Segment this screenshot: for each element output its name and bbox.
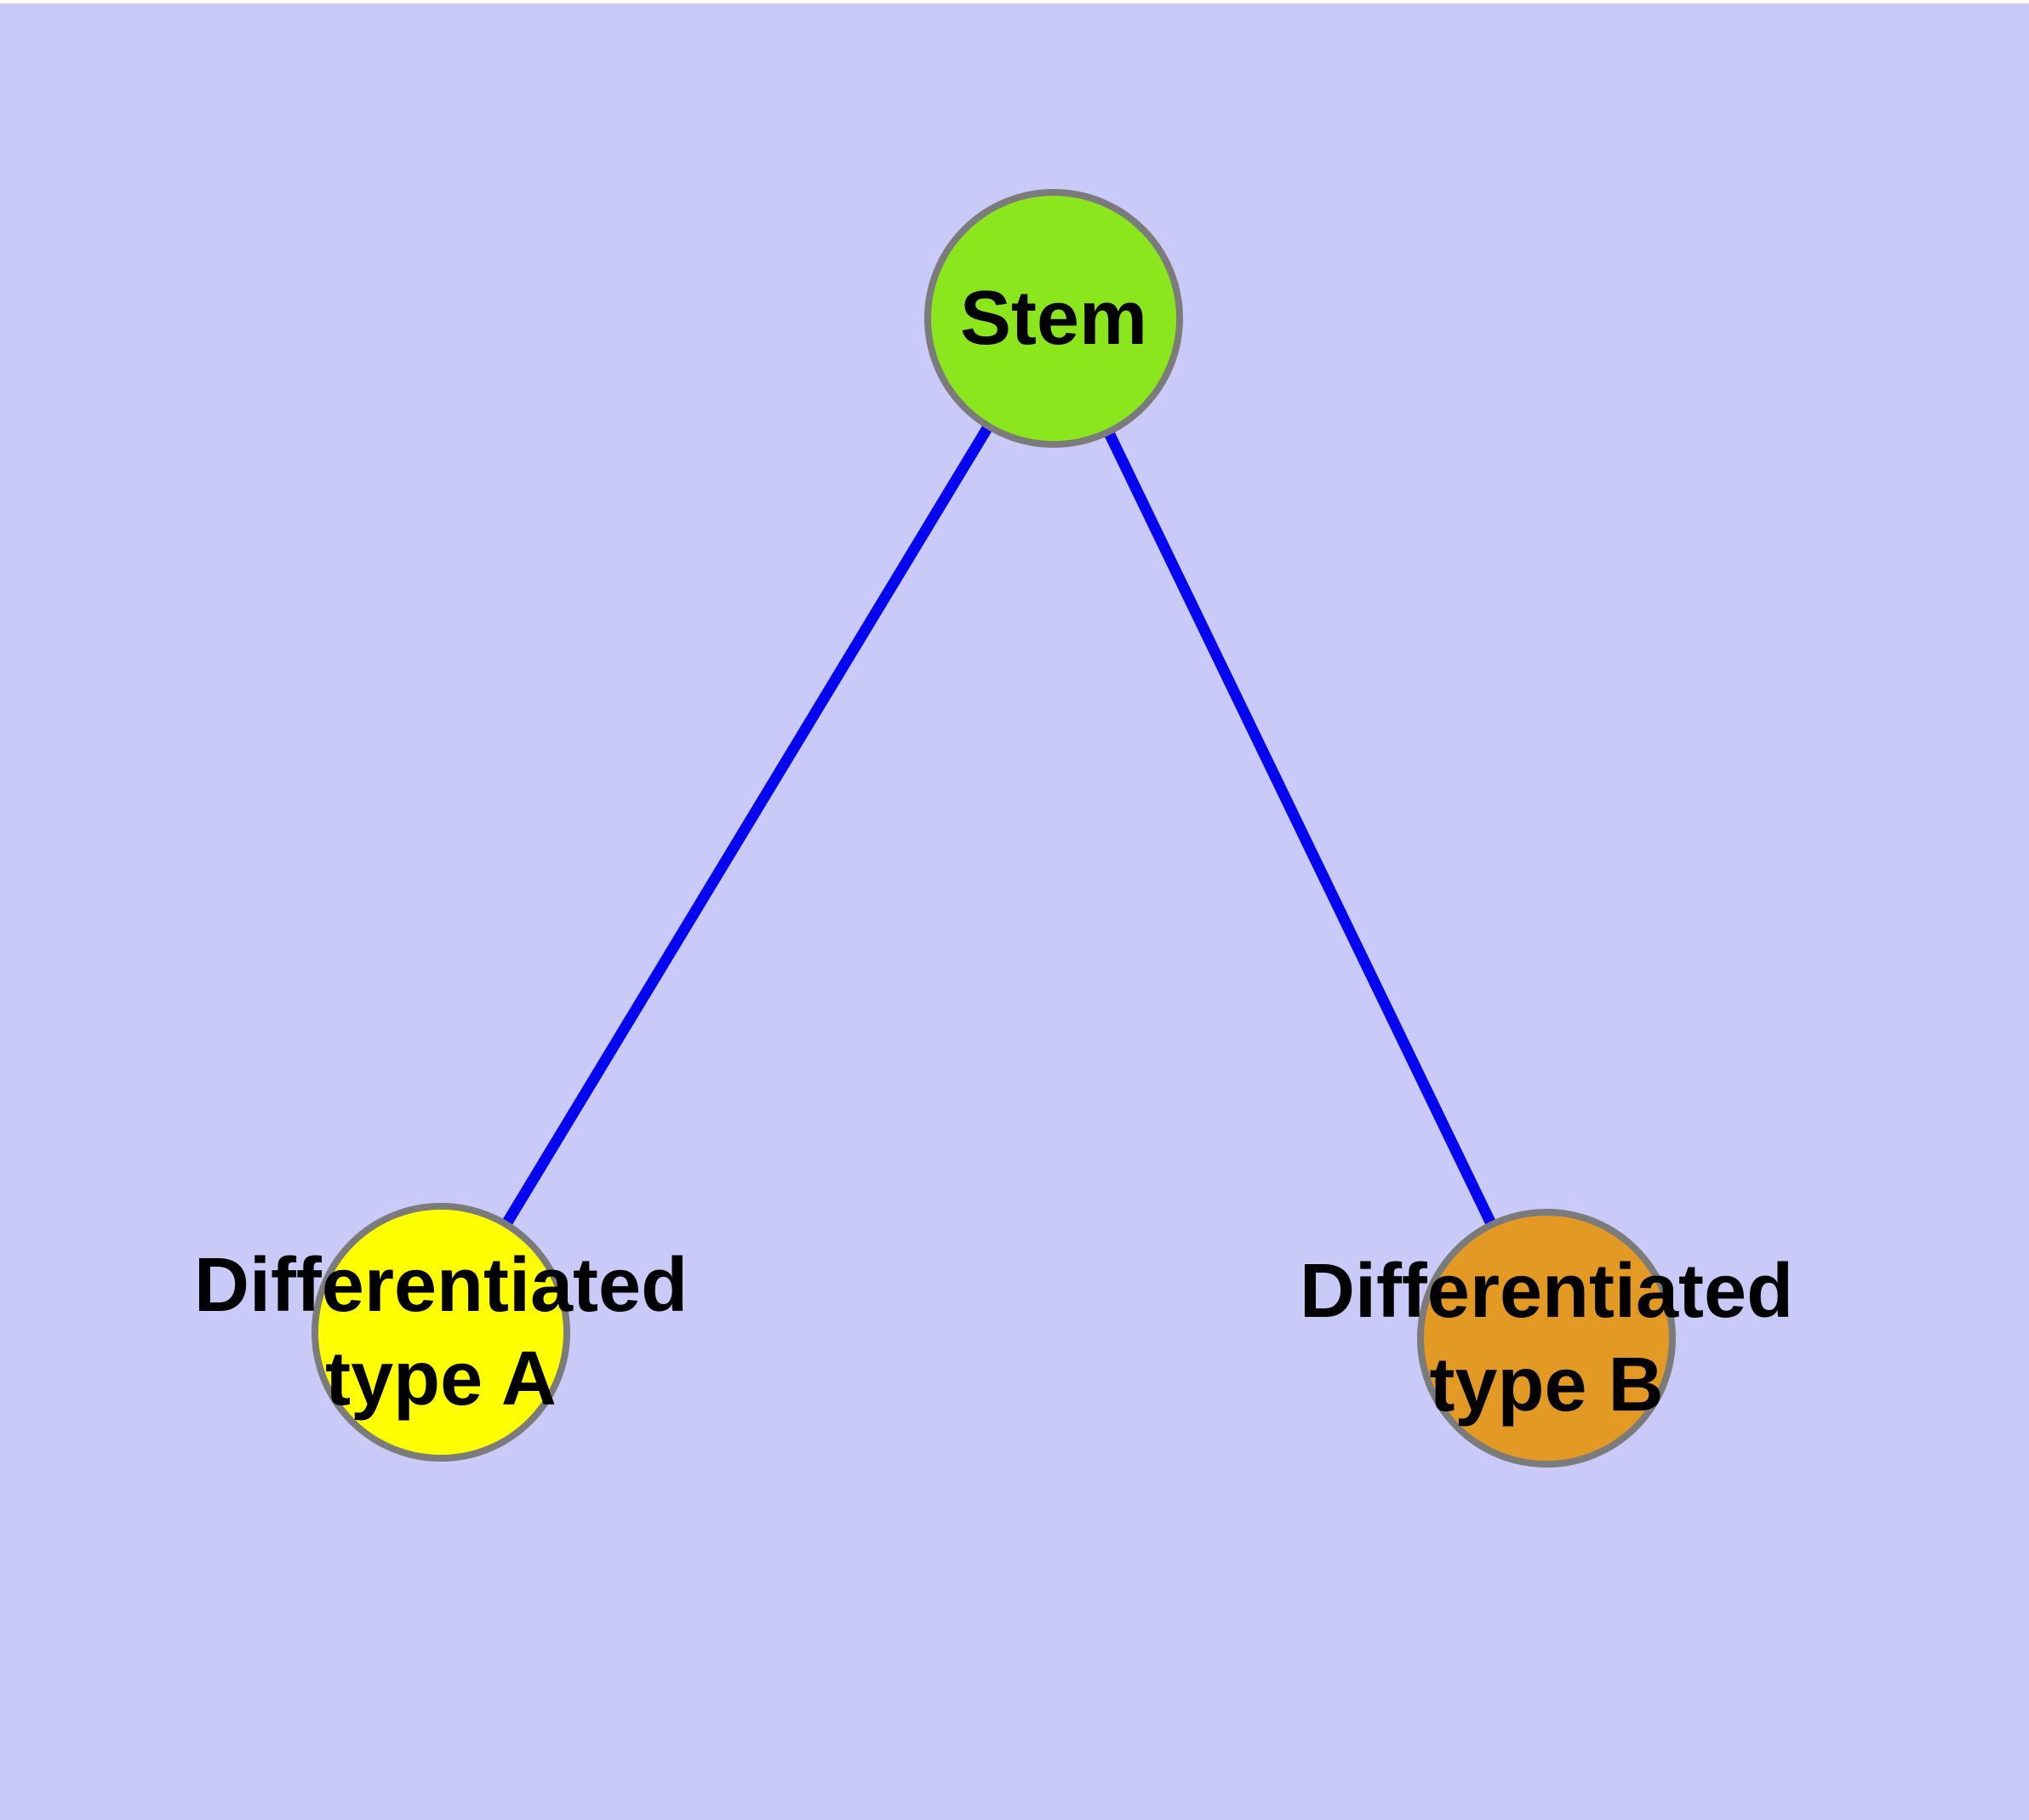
node-differentiated-type-a-circle [311,1203,570,1462]
edge-stem-to-diff-a [436,315,1059,1336]
node-differentiated-type-a-label-line1: Differentiated [193,1243,689,1328]
node-differentiated-type-b-circle [1417,1209,1676,1468]
figure-top-margin [0,0,2029,3]
node-differentiated-type-b-label-line1: Differentiated [1299,1249,1794,1334]
node-stem-label: Stem [960,272,1147,365]
node-differentiated-type-b-label-line2: type B [1429,1342,1664,1428]
node-differentiated-type-a-label-line2: type A [325,1336,557,1422]
edge-stem-to-diff-b [1049,316,1552,1341]
node-differentiated-type-a-label: Differentiated type A [194,1239,688,1426]
node-stem-label-text: Stem [959,276,1148,361]
node-differentiated-type-b-label: Differentiated type B [1300,1245,1793,1432]
node-stem-circle [924,189,1183,448]
